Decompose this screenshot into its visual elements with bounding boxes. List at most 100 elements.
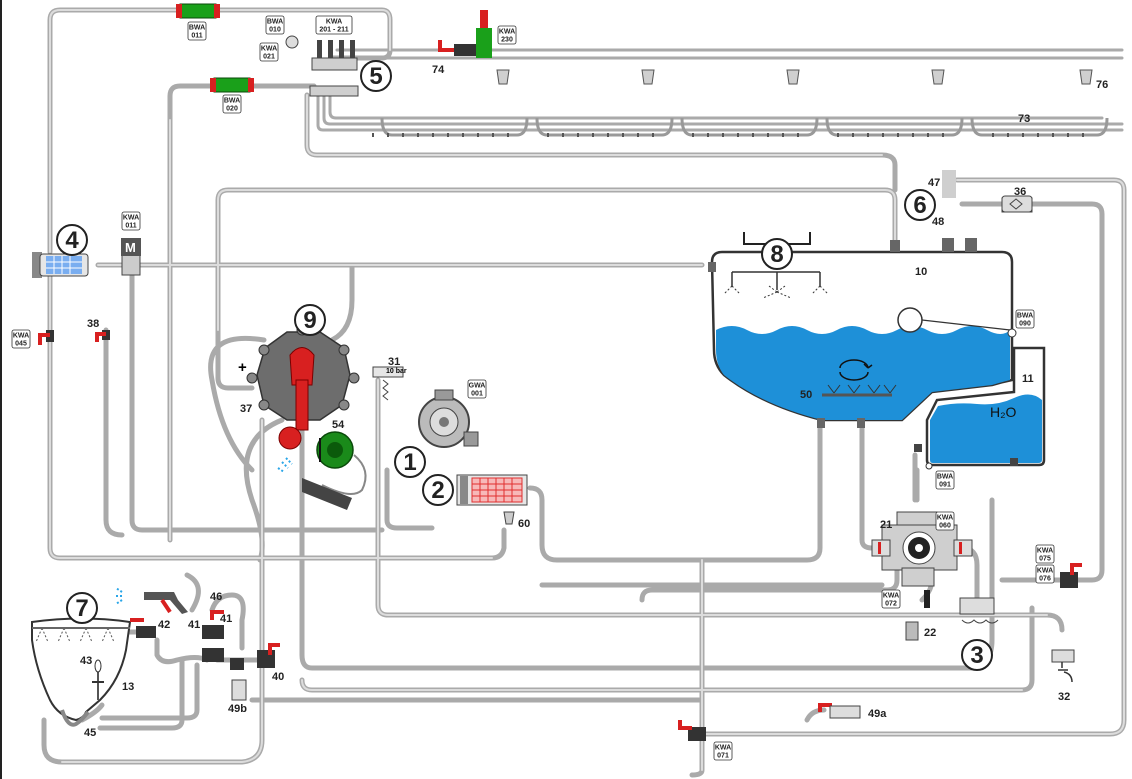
couplings xyxy=(231,597,1075,719)
label-36: 36 xyxy=(1014,186,1026,198)
marker-8: 8 xyxy=(761,238,793,270)
section-valves xyxy=(285,35,359,97)
hand-valve-levers xyxy=(38,332,1082,730)
tag-line2: 230 xyxy=(501,37,513,44)
marker-label: 1 xyxy=(403,449,416,476)
marker-7: 7 xyxy=(66,592,98,624)
gear-pump xyxy=(418,389,479,448)
label-47: 47 xyxy=(928,177,940,189)
tag-line1: GWA xyxy=(469,383,486,390)
marker-1: 1 xyxy=(394,446,426,478)
tag-line1: KWA xyxy=(499,29,515,36)
marker-label: 2 xyxy=(431,477,444,504)
spray-gun xyxy=(114,587,188,614)
tag-line1: BWA xyxy=(224,98,240,105)
tag-line1: KWA xyxy=(1037,548,1053,555)
tag-line1: BWA xyxy=(1017,313,1033,320)
tag-line2: 045 xyxy=(15,341,27,348)
marker-6: 6 xyxy=(904,189,936,221)
marker-label: 3 xyxy=(970,642,983,669)
tag-line2: 072 xyxy=(885,601,897,608)
label-38: 38 xyxy=(87,318,99,330)
tag-line1: BWA xyxy=(267,19,283,26)
tag-line2: 090 xyxy=(1019,321,1031,328)
label-21: 21 xyxy=(880,519,892,531)
hose-reel xyxy=(277,431,367,510)
number-labels: 10 11 13 21 22 31 32 36 37 38 40 41 41 4… xyxy=(80,64,1108,739)
marker-label: 9 xyxy=(303,307,316,334)
label-13: 13 xyxy=(122,681,134,693)
label-32: 32 xyxy=(1058,691,1070,703)
tag-line2: 060 xyxy=(939,523,951,530)
tag-line2: 201 - 211 xyxy=(319,27,348,34)
tag-line2: 011 xyxy=(125,223,136,230)
label-49a: 49a xyxy=(868,708,887,720)
label-54: 54 xyxy=(332,419,345,431)
tag-line1: KWA xyxy=(326,19,342,26)
tag-line1: BWA xyxy=(937,474,953,481)
tag-line2: 076 xyxy=(1039,576,1051,583)
label-74: 74 xyxy=(432,64,445,76)
label-49b: 49b xyxy=(228,703,247,715)
tag-line1: BWA xyxy=(189,25,205,32)
central-valve xyxy=(246,324,360,450)
pressure-filter xyxy=(456,474,528,525)
tag-line2: 001 xyxy=(471,391,483,398)
marker-label: 5 xyxy=(369,63,382,90)
check-valve-36 xyxy=(1001,195,1033,213)
label-11: 11 xyxy=(1022,373,1034,385)
label-40: 40 xyxy=(272,671,284,683)
marker-5: 5 xyxy=(360,60,392,92)
label-73: 73 xyxy=(1018,113,1030,125)
tag-line1: KWA xyxy=(13,333,29,340)
induction-hopper xyxy=(31,617,132,727)
boom-sections xyxy=(372,69,1109,137)
tag-line2: 071 xyxy=(717,753,729,760)
tag-line2: 010 xyxy=(269,27,281,34)
label-76: 76 xyxy=(1096,79,1108,91)
tag-line2: 091 xyxy=(939,482,951,489)
suction-filter xyxy=(32,238,141,278)
label-60: 60 xyxy=(518,518,530,530)
label-46: 46 xyxy=(210,591,222,603)
label-31: 31 xyxy=(388,356,400,368)
label-48: 48 xyxy=(932,216,944,228)
tag-line1: KWA xyxy=(937,515,953,522)
pipe-highlights xyxy=(49,9,1125,771)
label-45: 45 xyxy=(84,727,96,739)
tag-line1: KWA xyxy=(261,46,277,53)
label-50: 50 xyxy=(800,389,812,401)
main-pump xyxy=(871,511,973,641)
flowmeters xyxy=(176,3,254,93)
main-valve-74 xyxy=(438,10,492,58)
meter-label: M xyxy=(125,240,136,255)
tag-line2: 075 xyxy=(1039,556,1051,563)
marker-4: 4 xyxy=(56,224,88,256)
pressure-label: 10 bar xyxy=(386,368,407,375)
tag-line2: 021 xyxy=(263,54,275,61)
label-37: 37 xyxy=(240,403,252,415)
tag-line1: KWA xyxy=(715,745,731,752)
tag-line2: 020 xyxy=(226,106,238,113)
marker-2: 2 xyxy=(422,474,454,506)
label-42: 42 xyxy=(158,619,170,631)
label-41b: 41 xyxy=(220,613,232,625)
label-plus: + xyxy=(238,359,247,376)
freshwater-tank xyxy=(914,346,1046,470)
label-43: 43 xyxy=(80,655,92,667)
marker-3: 3 xyxy=(961,639,993,671)
water-label: H₂O xyxy=(990,404,1017,420)
